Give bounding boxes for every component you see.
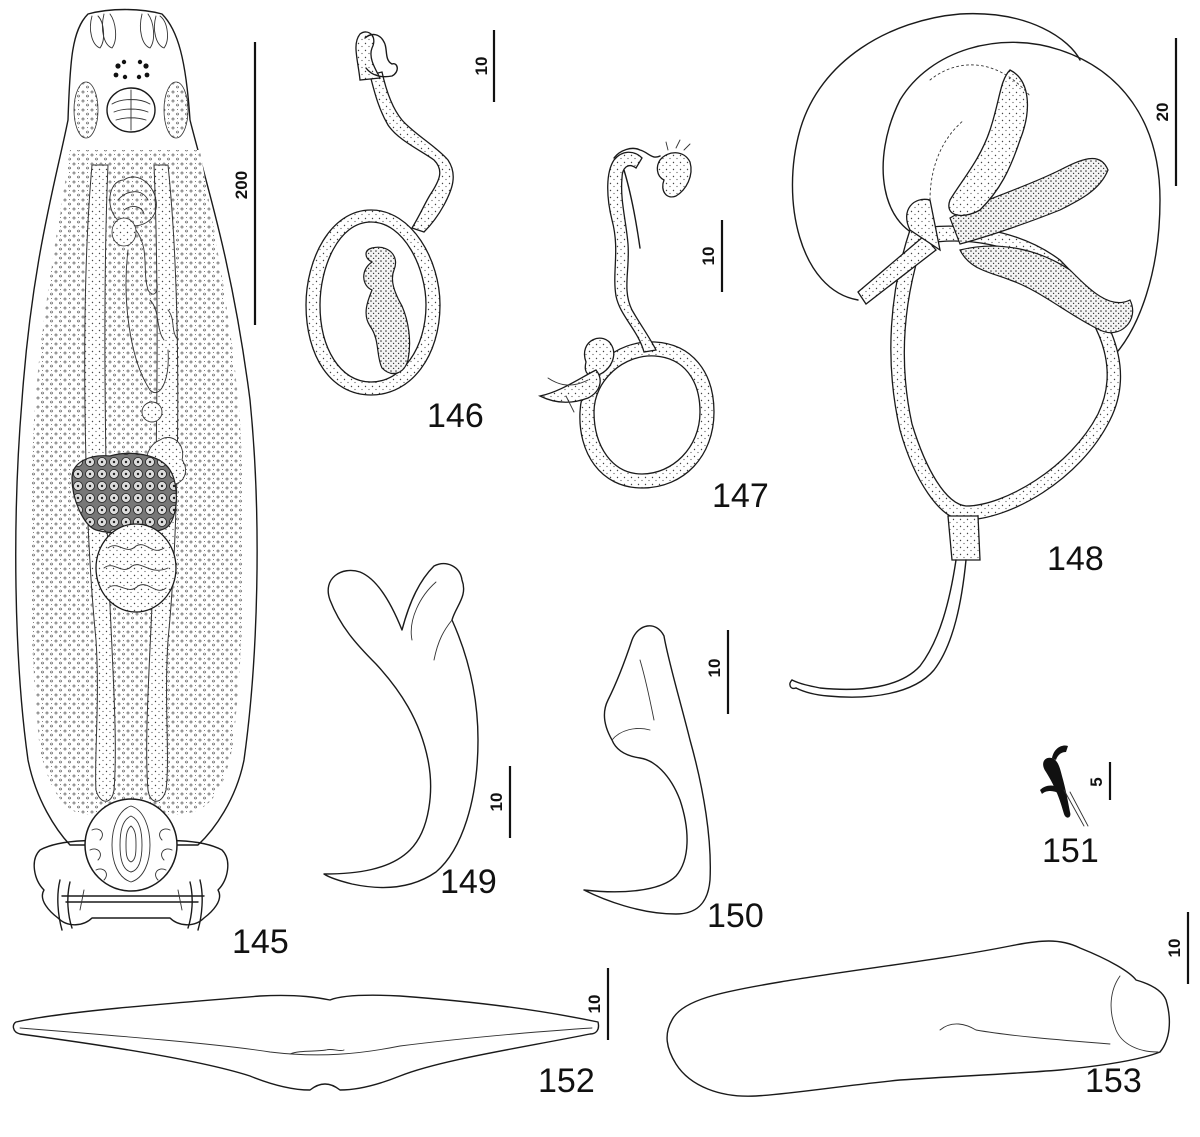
scale-label-145: 200 xyxy=(232,171,251,199)
eye-spots xyxy=(113,59,150,80)
scale-label-149: 10 xyxy=(487,793,506,812)
scale-label-151: 5 xyxy=(1087,777,1106,786)
head-lobes xyxy=(89,13,168,49)
figure-label-153: 153 xyxy=(1085,1062,1142,1100)
figure-147-copulatory-organ: 10 147 xyxy=(538,139,769,515)
figure-149-anchor: 10 149 xyxy=(323,562,512,901)
scale-label-152: 10 xyxy=(585,995,604,1014)
haptor-disc xyxy=(84,798,178,892)
figure-label-145: 145 xyxy=(232,923,289,961)
scale-label-147: 10 xyxy=(699,247,718,266)
figure-152-ventral-bar: 10 152 xyxy=(12,968,610,1100)
scale-label-148: 20 xyxy=(1153,103,1172,122)
figure-151-marginal-hook: 5 151 xyxy=(1040,745,1112,870)
figure-label-148: 148 xyxy=(1047,540,1104,578)
haptor xyxy=(33,798,229,931)
scale-label-150: 10 xyxy=(705,659,724,678)
seminal-receptacle xyxy=(141,401,163,423)
head-organ-left xyxy=(73,81,99,139)
figure-145-whole-worm: 200 145 xyxy=(15,8,289,961)
scale-label-146: 10 xyxy=(472,57,491,76)
testis xyxy=(95,523,177,613)
figure-label-149: 149 xyxy=(440,863,497,901)
figure-150-anchor: 10 150 xyxy=(583,625,764,935)
figure-label-150: 150 xyxy=(707,897,764,935)
figure-label-147: 147 xyxy=(712,477,769,515)
figure-label-146: 146 xyxy=(427,397,484,435)
worm-body-outline xyxy=(15,8,258,846)
egg-mass xyxy=(71,452,177,535)
pharynx xyxy=(106,87,156,133)
scale-label-153: 10 xyxy=(1165,939,1184,958)
figure-146-copulatory-organ: 10 146 xyxy=(305,30,496,435)
figure-label-152: 152 xyxy=(538,1062,595,1100)
head-organ-right xyxy=(163,81,189,139)
male-copulatory-organ xyxy=(109,176,179,393)
figure-label-151: 151 xyxy=(1042,832,1099,870)
figure-153-dorsal-bar: 10 153 xyxy=(666,912,1190,1100)
figure-148-copulatory-organ: 20 148 xyxy=(789,12,1178,698)
